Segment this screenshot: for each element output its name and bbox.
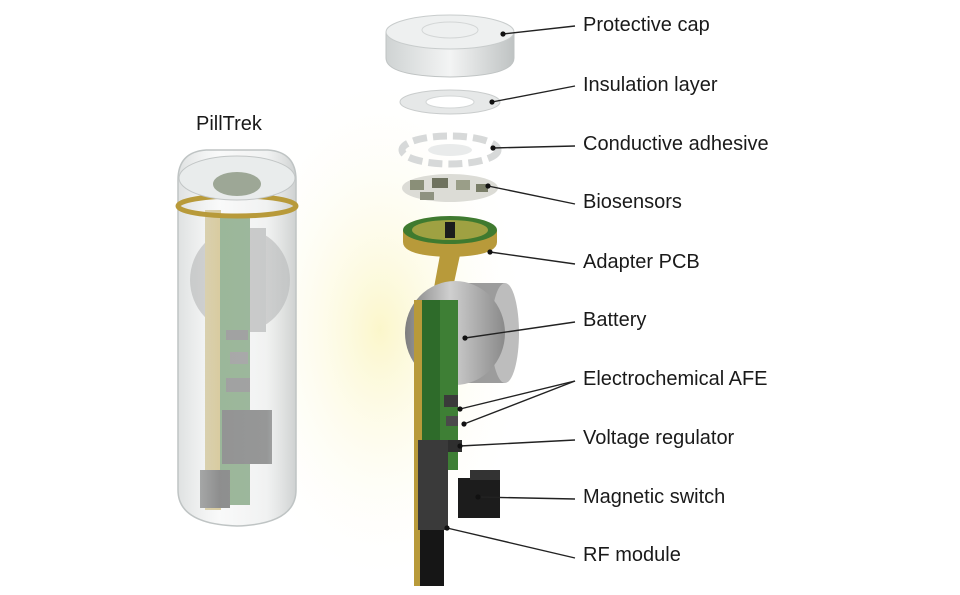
leader-afe-2 <box>463 380 576 425</box>
label-biosensors: Biosensors <box>583 191 682 213</box>
afe-chip-1 <box>444 395 458 407</box>
leader-dots <box>444 31 506 531</box>
leader-battery <box>464 321 576 339</box>
label-protective-cap: Protective cap <box>583 14 710 36</box>
voltage-regulator-part <box>448 440 462 452</box>
protective-cap-top <box>385 14 515 50</box>
leader-insulation-layer <box>491 85 576 103</box>
label-adapter-pcb: Adapter PCB <box>583 251 700 273</box>
assembled-cap-sensors <box>213 172 261 196</box>
label-conductive-adhesive: Conductive adhesive <box>583 133 769 155</box>
main-pcb-front <box>440 300 458 470</box>
exploded-view <box>385 14 519 586</box>
leader-biosensors <box>487 185 576 205</box>
assembled-shell <box>177 149 297 527</box>
leader-voltage-regulator <box>459 439 576 447</box>
label-electrochemical-afe: Electrochemical AFE <box>583 368 768 390</box>
label-rf-module: RF module <box>583 544 681 566</box>
assembled-pill <box>175 149 299 527</box>
leader-protective-cap <box>502 25 576 35</box>
leader-adapter-pcb <box>489 251 576 265</box>
label-voltage-regulator: Voltage regulator <box>583 427 735 449</box>
leader-lines <box>446 25 576 559</box>
device-title: PillTrek <box>196 113 262 135</box>
adapter-pcb-part <box>403 216 497 257</box>
leader-magnetic-switch <box>477 496 576 500</box>
biosensors-part <box>402 174 498 202</box>
label-insulation-layer: Insulation layer <box>583 74 718 96</box>
label-magnetic-switch: Magnetic switch <box>583 486 726 508</box>
leader-afe-1 <box>459 380 576 410</box>
rf-module-part <box>418 440 448 530</box>
leader-rf-module <box>446 527 576 559</box>
conductive-adhesive-part <box>398 132 502 168</box>
leader-conductive-adhesive <box>492 145 576 149</box>
label-battery: Battery <box>583 309 647 331</box>
rf-module-base <box>420 530 444 586</box>
afe-chip-2 <box>446 416 458 426</box>
